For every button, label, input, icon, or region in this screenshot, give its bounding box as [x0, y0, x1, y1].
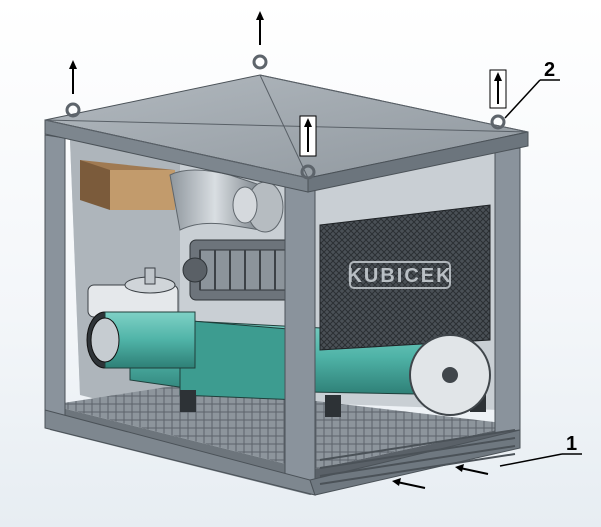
lifting-eye-top: [252, 54, 268, 70]
electric-motor: [86, 311, 196, 369]
discharge-pipe: [169, 169, 284, 233]
enclosure-roof: [44, 74, 529, 193]
lifting-eye-front: [300, 164, 316, 180]
drive-pulley: [409, 334, 491, 416]
lifting-eye-right: [490, 114, 506, 130]
airflow-arrow-2: [455, 464, 489, 475]
lift-arrows: [69, 11, 507, 157]
lift-arrow-left: [69, 60, 77, 94]
lift-arrow-right: [489, 69, 507, 109]
inlet-duct-box: [80, 160, 175, 210]
callout-1: 1: [499, 433, 582, 467]
callout-1-label: 1: [566, 433, 577, 455]
lift-arrow-front: [299, 115, 317, 157]
roots-blower: [182, 239, 301, 301]
airflow-arrows: [392, 464, 489, 489]
lift-arrow-top: [256, 11, 264, 45]
ventilation-louvers: [319, 429, 516, 485]
callout-2-label: 2: [544, 59, 555, 81]
airflow-arrow-1: [392, 478, 426, 489]
kubicek-logo: KUBICEK: [347, 265, 452, 287]
callout-2: 2: [504, 59, 560, 119]
sound-enclosure: KUBICEK: [319, 204, 491, 351]
lifting-eye-left: [65, 102, 81, 118]
